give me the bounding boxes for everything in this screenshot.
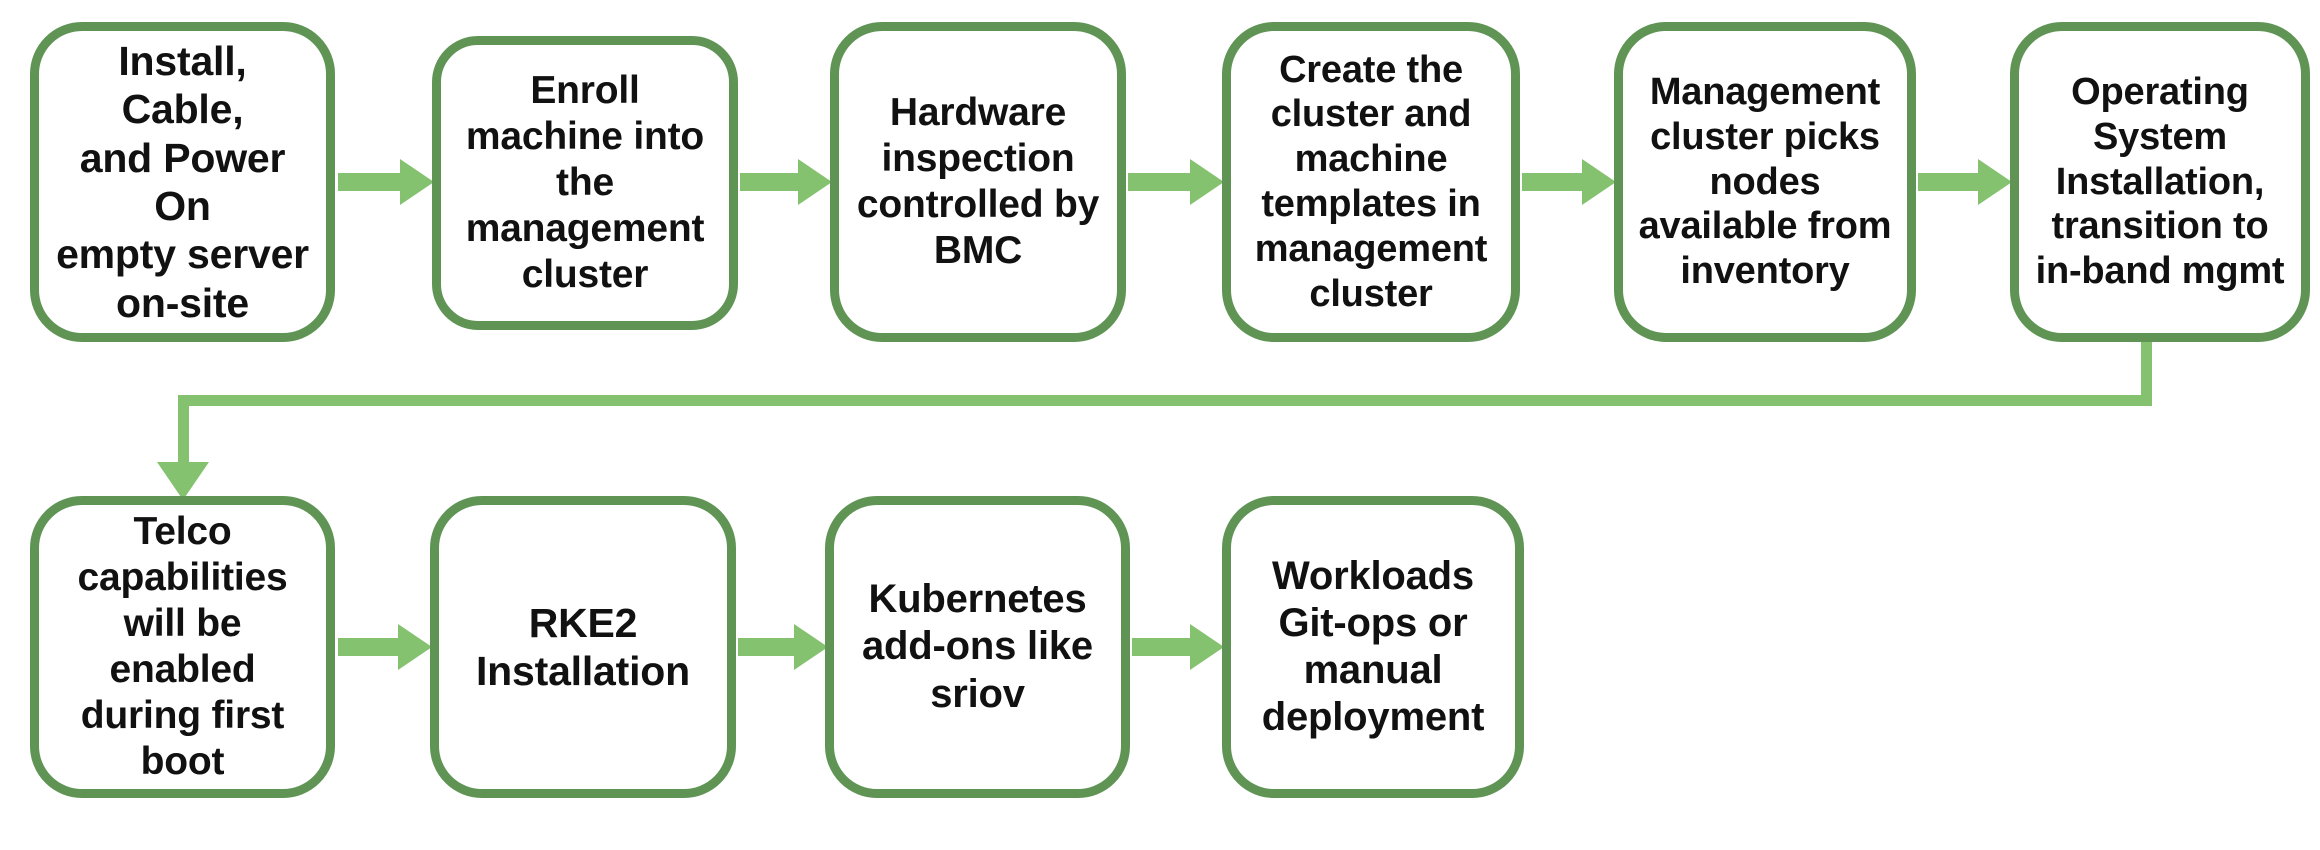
flow-node-label: Kubernetes add-ons like sriov (862, 577, 1093, 716)
arrow-n8-to-n9 (738, 624, 828, 670)
elbow-horizontal (178, 395, 2152, 406)
arrow-n5-to-n6 (1918, 159, 2012, 205)
arrow-head (400, 159, 434, 205)
flow-node-operating-system-installation[interactable]: Operating System Installation, transitio… (2010, 22, 2310, 342)
flow-node-management-cluster-picks-nodes[interactable]: Management cluster picks nodes available… (1614, 22, 1916, 342)
flow-node-install-cable-power-on[interactable]: Install, Cable, and Power On empty serve… (30, 22, 335, 342)
flow-node-label: Enroll machine into the management clust… (465, 68, 705, 297)
arrow-shaft (1128, 173, 1192, 191)
arrow-n7-to-n8 (338, 624, 432, 670)
flow-node-create-cluster-machine-templates[interactable]: Create the cluster and machine templates… (1222, 22, 1520, 342)
elbow-vertical-from-n6 (2141, 340, 2152, 406)
flow-node-workloads-gitops[interactable]: Workloads Git-ops or manual deployment (1222, 496, 1524, 798)
flow-node-label: Management cluster picks nodes available… (1638, 70, 1892, 293)
arrow-shaft (338, 173, 402, 191)
flow-node-label: Hardware inspection controlled by BMC (856, 90, 1100, 273)
flow-node-label: Workloads Git-ops or manual deployment (1261, 553, 1485, 740)
flow-node-enroll-machine[interactable]: Enroll machine into the management clust… (432, 36, 738, 330)
arrow-head (398, 624, 432, 670)
arrow-shaft (740, 173, 800, 191)
elbow-arrow-head (157, 462, 209, 500)
arrow-n3-to-n4 (1128, 159, 1224, 205)
arrow-head (794, 624, 828, 670)
elbow-vertical-to-n7 (178, 395, 189, 468)
flow-node-label: Install, Cable, and Power On empty serve… (56, 37, 309, 326)
arrow-head (1582, 159, 1616, 205)
flow-node-label: Create the cluster and machine templates… (1254, 48, 1488, 315)
arrow-shaft (338, 638, 400, 656)
arrow-head (1190, 159, 1224, 205)
arrow-n1-to-n2 (338, 159, 434, 205)
flow-node-label: RKE2 Installation (475, 599, 690, 694)
flow-node-label: Telco capabilities will be enabled durin… (77, 509, 288, 784)
flow-node-label: Operating System Installation, transitio… (2035, 70, 2285, 293)
arrow-n9-to-n10 (1132, 624, 1224, 670)
flow-node-kubernetes-addons[interactable]: Kubernetes add-ons like sriov (825, 496, 1130, 798)
arrow-shaft (738, 638, 796, 656)
arrow-head (1190, 624, 1224, 670)
arrow-head (1978, 159, 2012, 205)
arrow-shaft (1522, 173, 1584, 191)
flow-node-telco-capabilities[interactable]: Telco capabilities will be enabled durin… (30, 496, 335, 798)
flow-node-rke2-installation[interactable]: RKE2 Installation (430, 496, 736, 798)
arrow-shaft (1918, 173, 1980, 191)
flow-node-hardware-inspection[interactable]: Hardware inspection controlled by BMC (830, 22, 1126, 342)
arrow-head (798, 159, 832, 205)
arrow-n4-to-n5 (1522, 159, 1616, 205)
arrow-n2-to-n3 (740, 159, 832, 205)
arrow-shaft (1132, 638, 1192, 656)
